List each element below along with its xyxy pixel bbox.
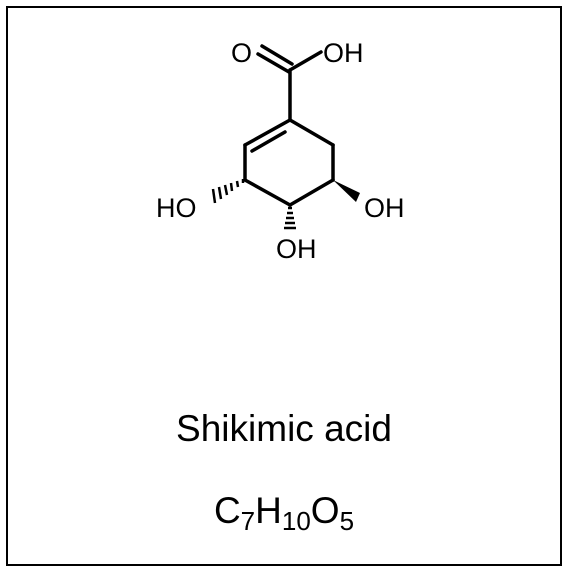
shikimic-acid-structure: O OH HO OH OH (156, 38, 405, 264)
bond-carbonyl-double-b (260, 44, 294, 66)
formula-oxygen-count: 5 (339, 506, 355, 536)
bond-carboxyl-oh (288, 50, 323, 72)
atom-acid-hydroxyl: OH (323, 38, 364, 68)
molecular-formula: C7H10O5 (0, 490, 568, 534)
formula-hydrogen: H (255, 490, 282, 531)
formula-carbon-count: 7 (240, 506, 256, 536)
wedge-bond-right-oh (333, 180, 360, 202)
hashed-bond-bottom-oh (284, 206, 296, 230)
atom-hydroxyl-left: HO (156, 193, 197, 223)
atom-hydroxyl-bottom: OH (276, 234, 317, 264)
bond-c3-c4 (243, 178, 292, 207)
bond-c6-c1 (288, 118, 335, 147)
formula-hydrogen-count: 10 (281, 506, 311, 536)
bond-carbonyl-double-a (256, 52, 291, 74)
compound-name: Shikimic acid (176, 408, 392, 449)
figure-frame (6, 6, 562, 566)
bond-c1-c2 (243, 118, 292, 147)
bond-c4-c5 (288, 178, 335, 207)
hashed-bond-left-oh (211, 179, 245, 204)
formula-carbon: C (213, 490, 241, 531)
formula-oxygen: O (310, 490, 340, 531)
bond-c1-c2-inner (250, 130, 287, 153)
atom-carbonyl-oxygen: O (231, 38, 252, 68)
atom-hydroxyl-right: OH (364, 193, 405, 223)
